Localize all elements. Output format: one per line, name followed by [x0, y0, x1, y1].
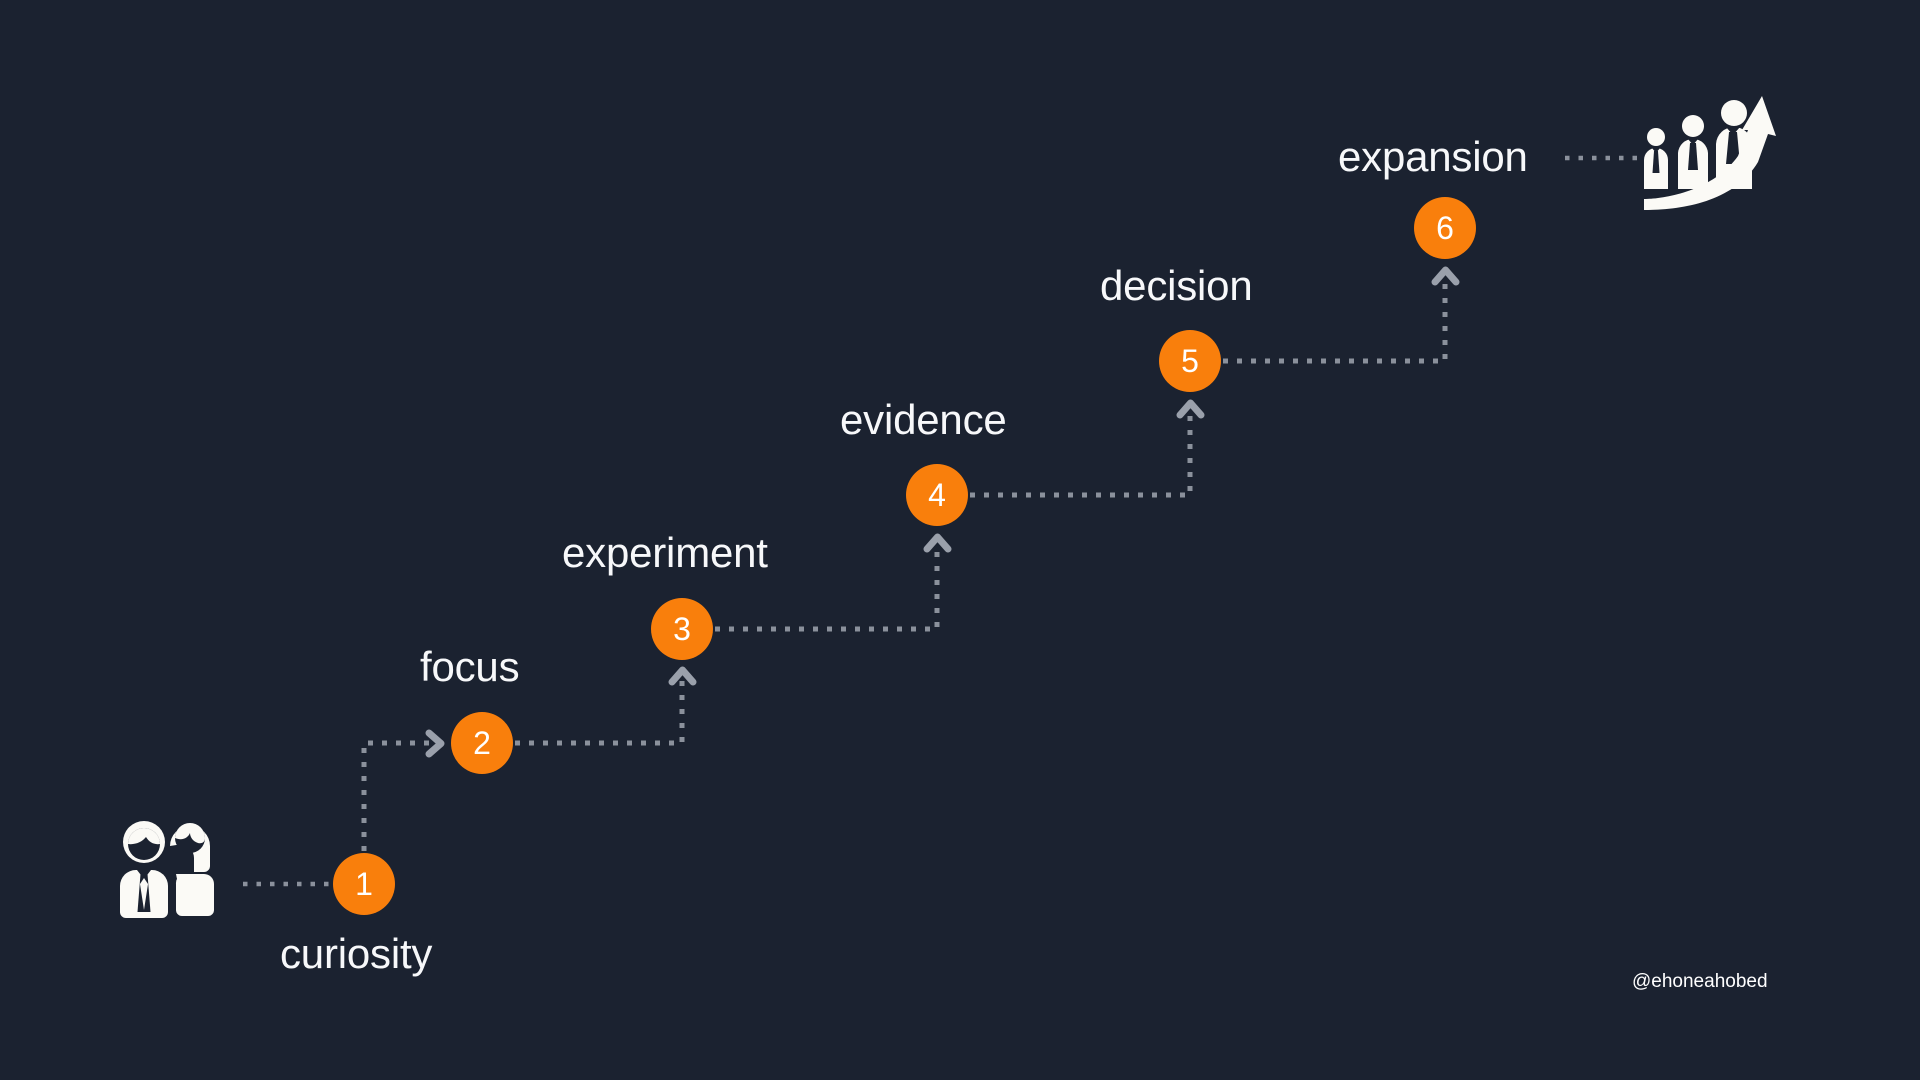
step-node-6[interactable]: 6 [1414, 197, 1476, 259]
step-number-4: 4 [928, 477, 946, 513]
step-node-2[interactable]: 2 [451, 712, 513, 774]
team-people-icon [104, 812, 244, 924]
step-node-5[interactable]: 5 [1159, 330, 1221, 392]
step-label-experiment: experiment [562, 529, 768, 576]
step-node-1[interactable]: 1 [333, 853, 395, 915]
connector-step2-to-step3 [515, 666, 697, 746]
step-number-2: 2 [473, 725, 491, 761]
step-node-4[interactable]: 4 [906, 464, 968, 526]
step-label-evidence: evidence [840, 396, 1007, 443]
step-node-3[interactable]: 3 [651, 598, 713, 660]
growth-arrow-people-icon [1636, 86, 1784, 216]
step-number-1: 1 [355, 866, 373, 902]
step-number-5: 5 [1181, 343, 1199, 379]
step-label-focus: focus [420, 643, 520, 690]
connector-step5-to-step6 [1223, 266, 1460, 364]
step-label-curiosity: curiosity [280, 930, 433, 977]
step-number-3: 3 [673, 611, 691, 647]
step-number-6: 6 [1436, 210, 1454, 246]
step-label-decision: decision [1100, 262, 1253, 309]
connector-step1-to-step2 [361, 729, 445, 851]
step-label-expansion: expansion [1338, 133, 1528, 180]
author-watermark: @ehoneahobed [1632, 971, 1768, 992]
